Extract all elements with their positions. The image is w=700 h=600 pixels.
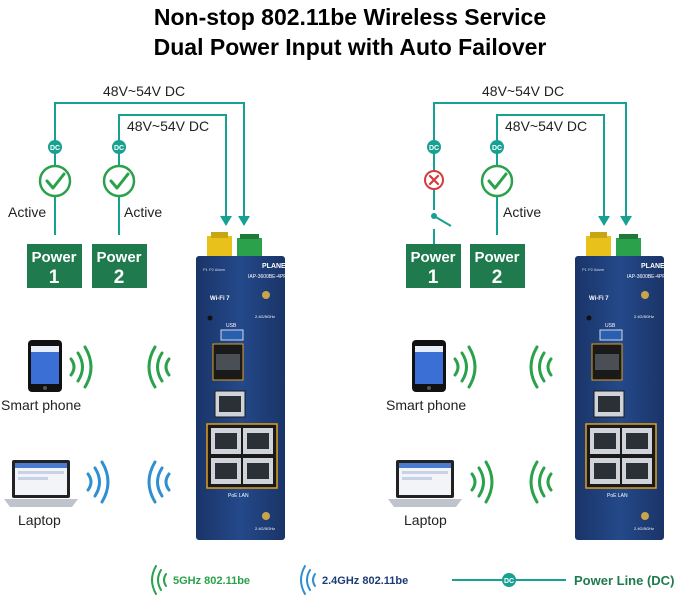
power-box-2: Power 2 [92,244,147,288]
device-model: IAP-3600BE-4PF [248,274,286,280]
power-box-2: Power 2 [470,244,525,288]
access-point-device: PLANET IAP-3600BE-4PF P1 P2 Alarm Wi-Fi … [196,232,291,540]
legend-dc-badge-icon: DC [502,573,516,587]
title-line-2: Dual Power Input with Auto Failover [153,34,547,60]
laptop-label: Laptop [18,512,61,528]
device-wifi-logo: Wi-Fi 7 [210,296,230,302]
open-switch-icon [431,213,452,244]
wifi-5g-waves-icon [147,345,171,389]
arrow-head-outer [238,216,250,226]
voltage-label-outer: 48V~54V DC [103,83,185,99]
svg-text:1: 1 [49,267,60,288]
power-box-1: Power 1 [406,244,461,288]
device-poe-label: PoE LAN [228,493,249,499]
cross-icon [424,170,444,190]
device-band-bottom: 2.4G/5GHz [255,526,275,531]
device-usb-label: USB [226,323,237,329]
power2-status: Active [503,204,541,220]
dc-badge-icon: DC [427,140,441,154]
legend-24g-label: 2.4GHz 802.11be [322,575,408,587]
voltage-label-inner: 48V~54V DC [505,118,587,134]
svg-text:2: 2 [492,267,503,288]
power-line-outer [433,102,627,222]
svg-text:DC: DC [492,145,502,152]
device-band-top: 2.4G/5GHz [255,314,275,319]
device-wifi-logo: Wi-Fi 7 [589,296,609,302]
title-line-1: Non-stop 802.11be Wireless Service [153,4,547,30]
power1-status: Active [8,204,46,220]
power-box-1: Power 1 [27,244,82,288]
device-leds: P1 P2 Alarm [582,267,605,272]
svg-text:DC: DC [429,145,439,152]
arrow-head-inner [220,216,232,226]
voltage-label-outer: 48V~54V DC [482,83,564,99]
legend: 5GHz 802.11be 2.4GHz 802.11be DC Power L… [151,565,674,595]
power2-status: Active [124,204,162,220]
svg-text:DC: DC [50,145,60,152]
legend-power-line-label: Power Line (DC) [574,573,674,588]
device-band-bottom: 2.4G/5GHz [634,526,654,531]
dc-badge-icon: DC [48,140,62,154]
legend-24g-waves-icon [300,565,316,595]
smartphone-label: Smart phone [386,397,466,413]
svg-text:Power: Power [474,249,519,266]
panel-failover: 48V~54V DC 48V~54V DC DC DC Active Power… [386,83,670,540]
legend-5g-label: 5GHz 802.11be [173,575,250,587]
device-model: IAP-3600BE-4PF [627,274,665,280]
dc-badge-icon: DC [112,140,126,154]
svg-text:Power: Power [410,249,455,266]
laptop-label: Laptop [404,512,447,528]
panel-normal: 48V~54V DC 48V~54V DC DC DC Active Activ… [1,83,291,540]
smartphone-label: Smart phone [1,397,81,413]
check-icon [102,164,136,198]
svg-text:Power: Power [96,249,141,266]
device-band-top: 2.4G/5GHz [634,314,654,319]
laptop-icon [388,460,462,507]
svg-text:2: 2 [114,267,125,288]
wifi-5g-waves-icon [69,345,93,389]
legend-5g-waves-icon [151,565,167,595]
device-usb-label: USB [605,323,616,329]
svg-text:1: 1 [428,267,439,288]
device-poe-label: PoE LAN [607,493,628,499]
wifi-24g-waves-icon [86,460,110,504]
svg-text:DC: DC [114,145,124,152]
smartphone-icon [412,340,446,392]
dc-badge-icon: DC [490,140,504,154]
access-point-device: PLANET IAP-3600BE-4PF P1 P2 Alarm Wi-Fi … [575,232,670,540]
smartphone-icon [28,340,62,392]
wifi-5g-waves-icon [529,345,553,389]
check-icon [480,164,514,198]
device-brand: PLANET [262,263,291,270]
device-brand: PLANET [641,263,670,270]
page-title: Non-stop 802.11be Wireless Service Dual … [0,2,700,62]
svg-text:DC: DC [504,578,514,585]
arrow-head-outer [620,216,632,226]
arrow-head-inner [598,216,610,226]
voltage-label-inner: 48V~54V DC [127,118,209,134]
svg-text:Power: Power [31,249,76,266]
wifi-5g-waves-icon [453,345,477,389]
wifi-24g-waves-icon [529,460,553,504]
laptop-icon [4,460,78,507]
device-leds: P1 P2 Alarm [203,267,226,272]
wifi-24g-waves-icon [470,460,494,504]
check-icon [38,164,72,198]
wifi-24g-waves-icon [147,460,171,504]
